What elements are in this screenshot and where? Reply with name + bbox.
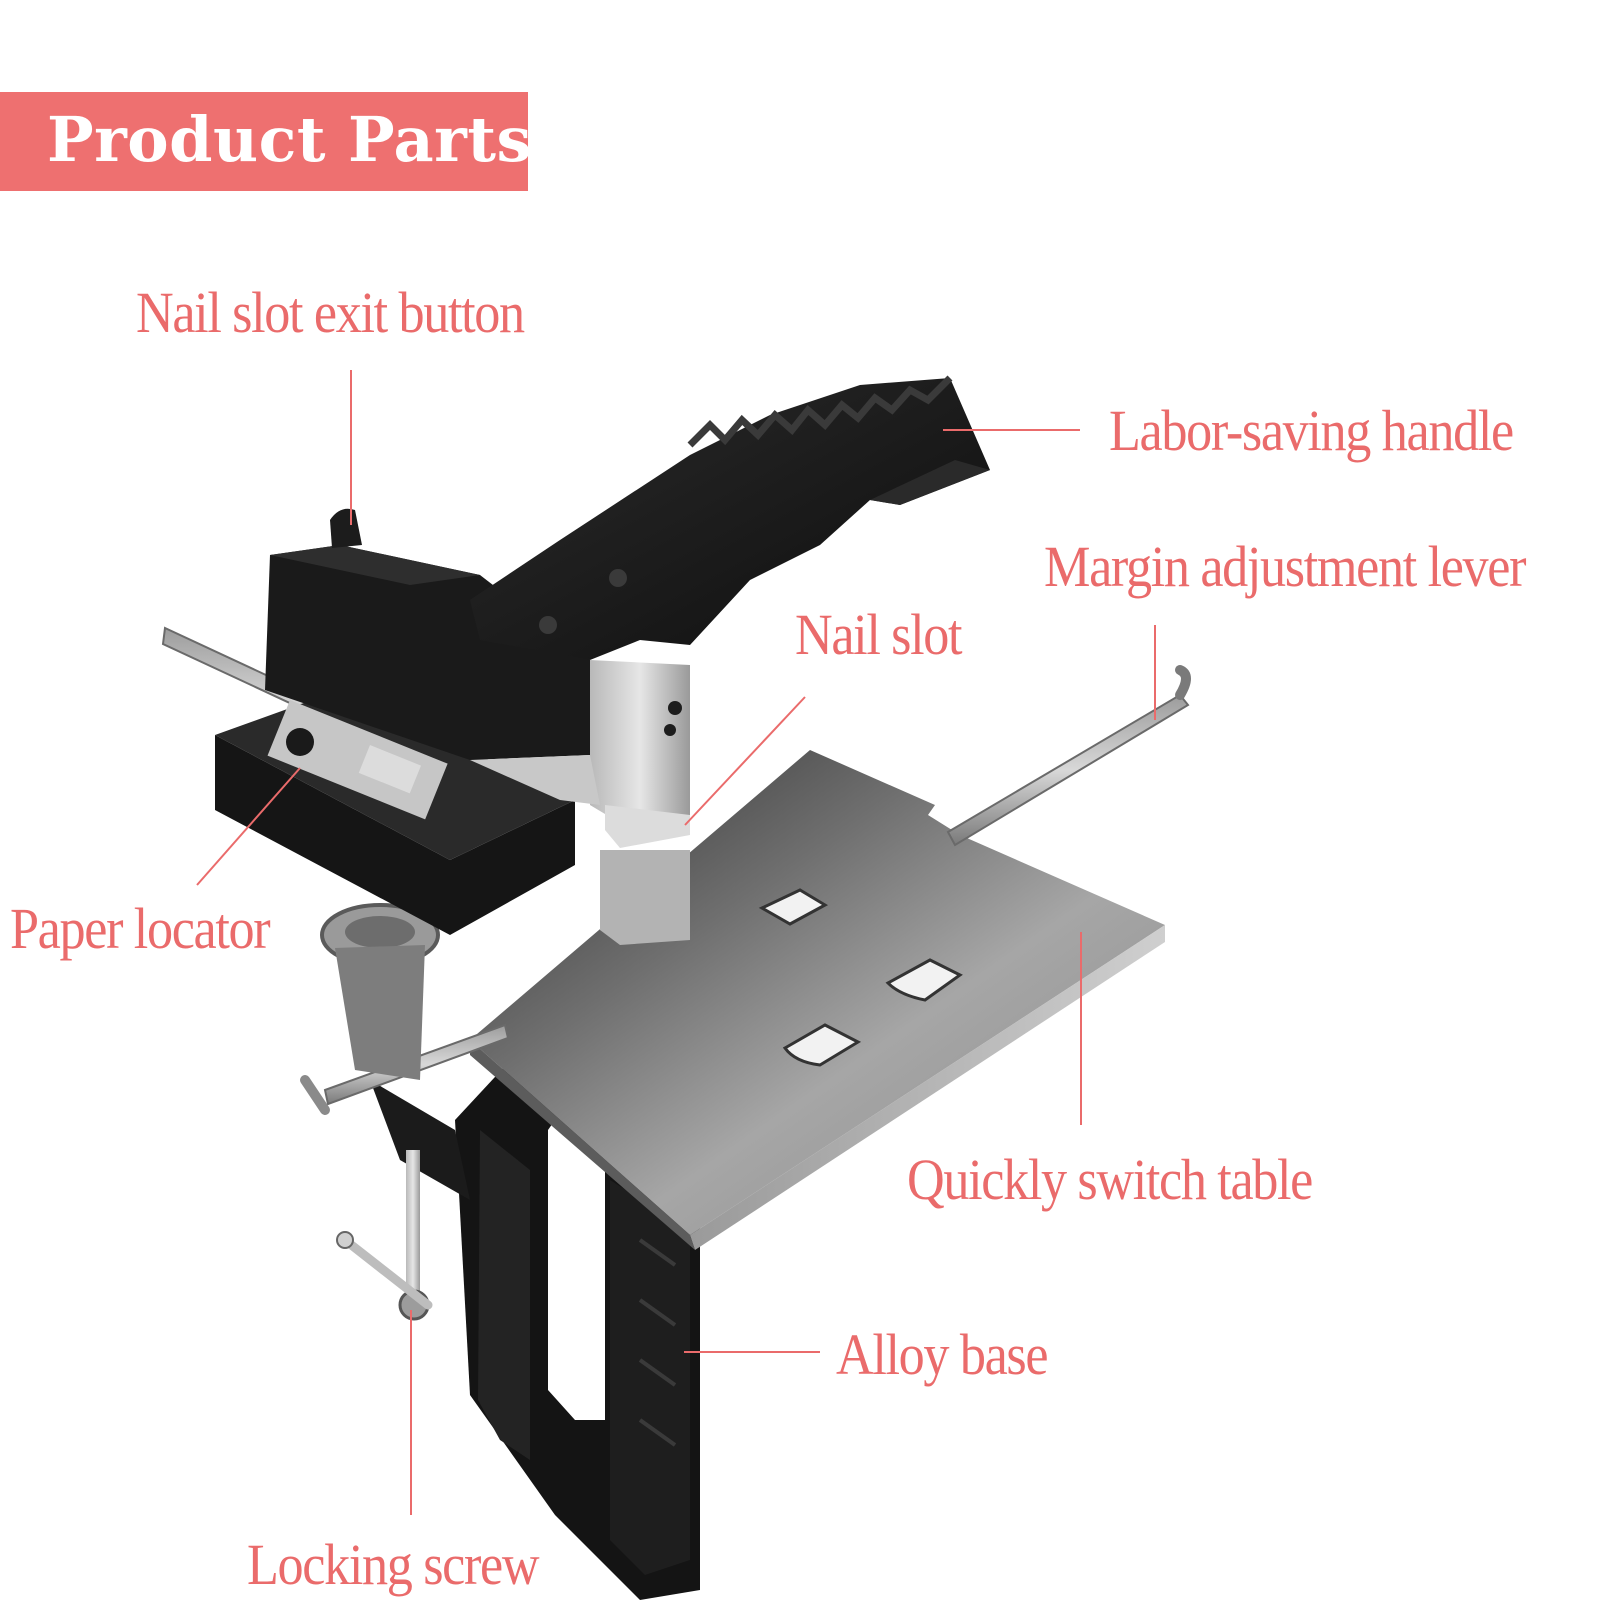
label-margin-adjustment-lever: Margin adjustment lever xyxy=(1044,534,1527,599)
margin-adjustment-lever-shape xyxy=(946,665,1191,847)
leader-nail-slot xyxy=(684,696,806,826)
label-nail-slot-exit-button: Nail slot exit button xyxy=(136,280,525,345)
label-paper-locator: Paper locator xyxy=(10,896,271,961)
labor-saving-handle-shape xyxy=(470,375,990,660)
leader-paper-locator xyxy=(196,767,301,886)
page-title: Product Parts : xyxy=(47,103,578,176)
locking-screw-shape xyxy=(336,1150,433,1321)
header-badge xyxy=(0,92,528,191)
label-quickly-switch-table: Quickly switch table xyxy=(907,1147,1313,1212)
leader-lines xyxy=(196,370,1156,1515)
clamp-cup xyxy=(320,903,440,1080)
quickly-switch-table-shape xyxy=(470,750,1165,1250)
label-nail-slot: Nail slot xyxy=(795,602,963,667)
paper-locator-shape xyxy=(215,690,575,935)
label-locking-screw: Locking screw xyxy=(247,1532,540,1597)
label-labor-saving-handle: Labor-saving handle xyxy=(1109,398,1514,463)
label-alloy-base: Alloy base xyxy=(836,1322,1049,1387)
